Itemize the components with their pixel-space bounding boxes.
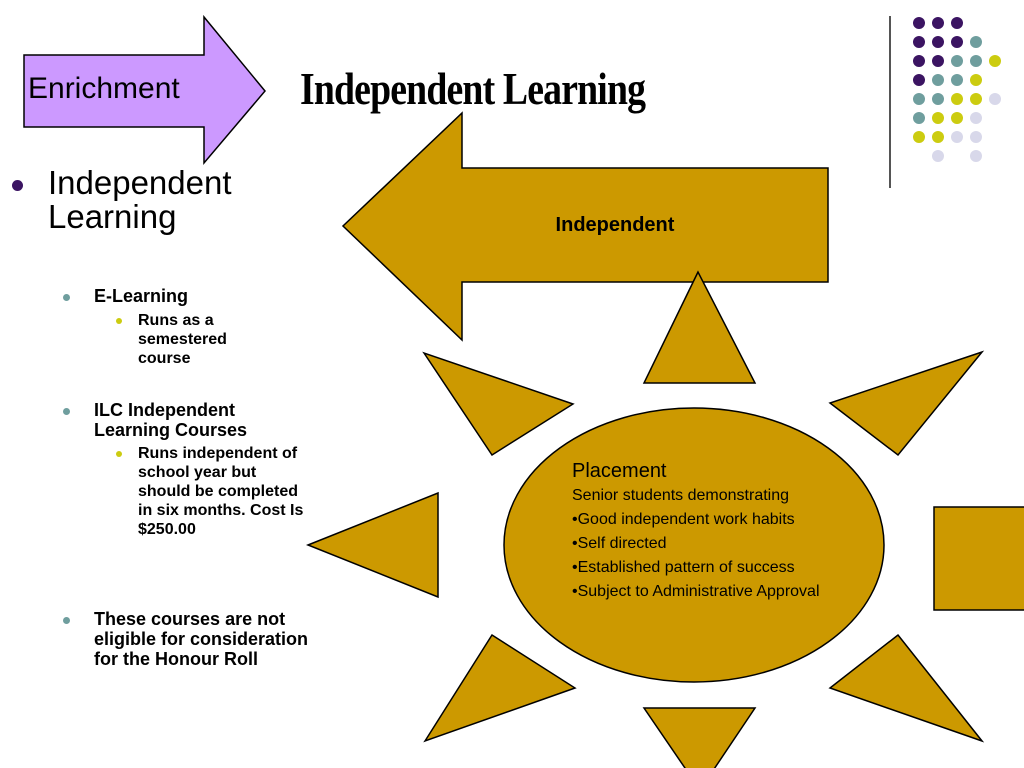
bullet-dot (63, 408, 70, 415)
ray-lower-left (423, 633, 577, 743)
placement-title: Placement (572, 460, 667, 482)
ray-lower-right (828, 633, 985, 743)
corner-divider (889, 16, 891, 188)
bullet-dot (116, 451, 122, 457)
placement-box: Placement Senior students demonstrating … (572, 458, 902, 604)
placement-line: •Established pattern of success (572, 559, 795, 576)
placement-line: •Good independent work habits (572, 511, 795, 528)
bullet-dot (63, 617, 70, 624)
ray-left (305, 491, 439, 599)
enrichment-label: Enrichment (28, 72, 180, 105)
ray-upper-left (422, 351, 575, 457)
independent-arrow-label: Independent (555, 214, 675, 236)
bullet-sub-elearning: Runs as a semestered course (138, 312, 227, 367)
bullet-dot (12, 180, 23, 191)
bullet-dot (63, 294, 70, 301)
enrichment-arrow (23, 14, 266, 166)
bullet-item-elearning: E-Learning (94, 286, 189, 306)
bullet-main: Independent Learning (48, 164, 232, 235)
ray-upper-right (828, 350, 985, 457)
ray-bottom (642, 707, 757, 768)
placement-line: •Self directed (572, 535, 667, 552)
independent-arrow (341, 111, 829, 342)
ray-top (642, 270, 757, 384)
placement-line: Senior students demonstrating (572, 487, 790, 504)
corner-dot-pattern (913, 17, 1001, 162)
page-title: Independent Learning (300, 63, 646, 114)
placement-ellipse (503, 407, 885, 683)
bullet-item-honour-roll: These courses are not eligible for consi… (94, 609, 309, 669)
placement-line: •Subject to Administrative Approval (572, 583, 820, 600)
bullet-dot (116, 318, 122, 324)
bullet-sub-ilc: Runs independent of school year but shou… (138, 445, 304, 538)
bullet-item-ilc: ILC Independent Learning Courses (94, 400, 248, 440)
ray-right (933, 506, 1024, 611)
